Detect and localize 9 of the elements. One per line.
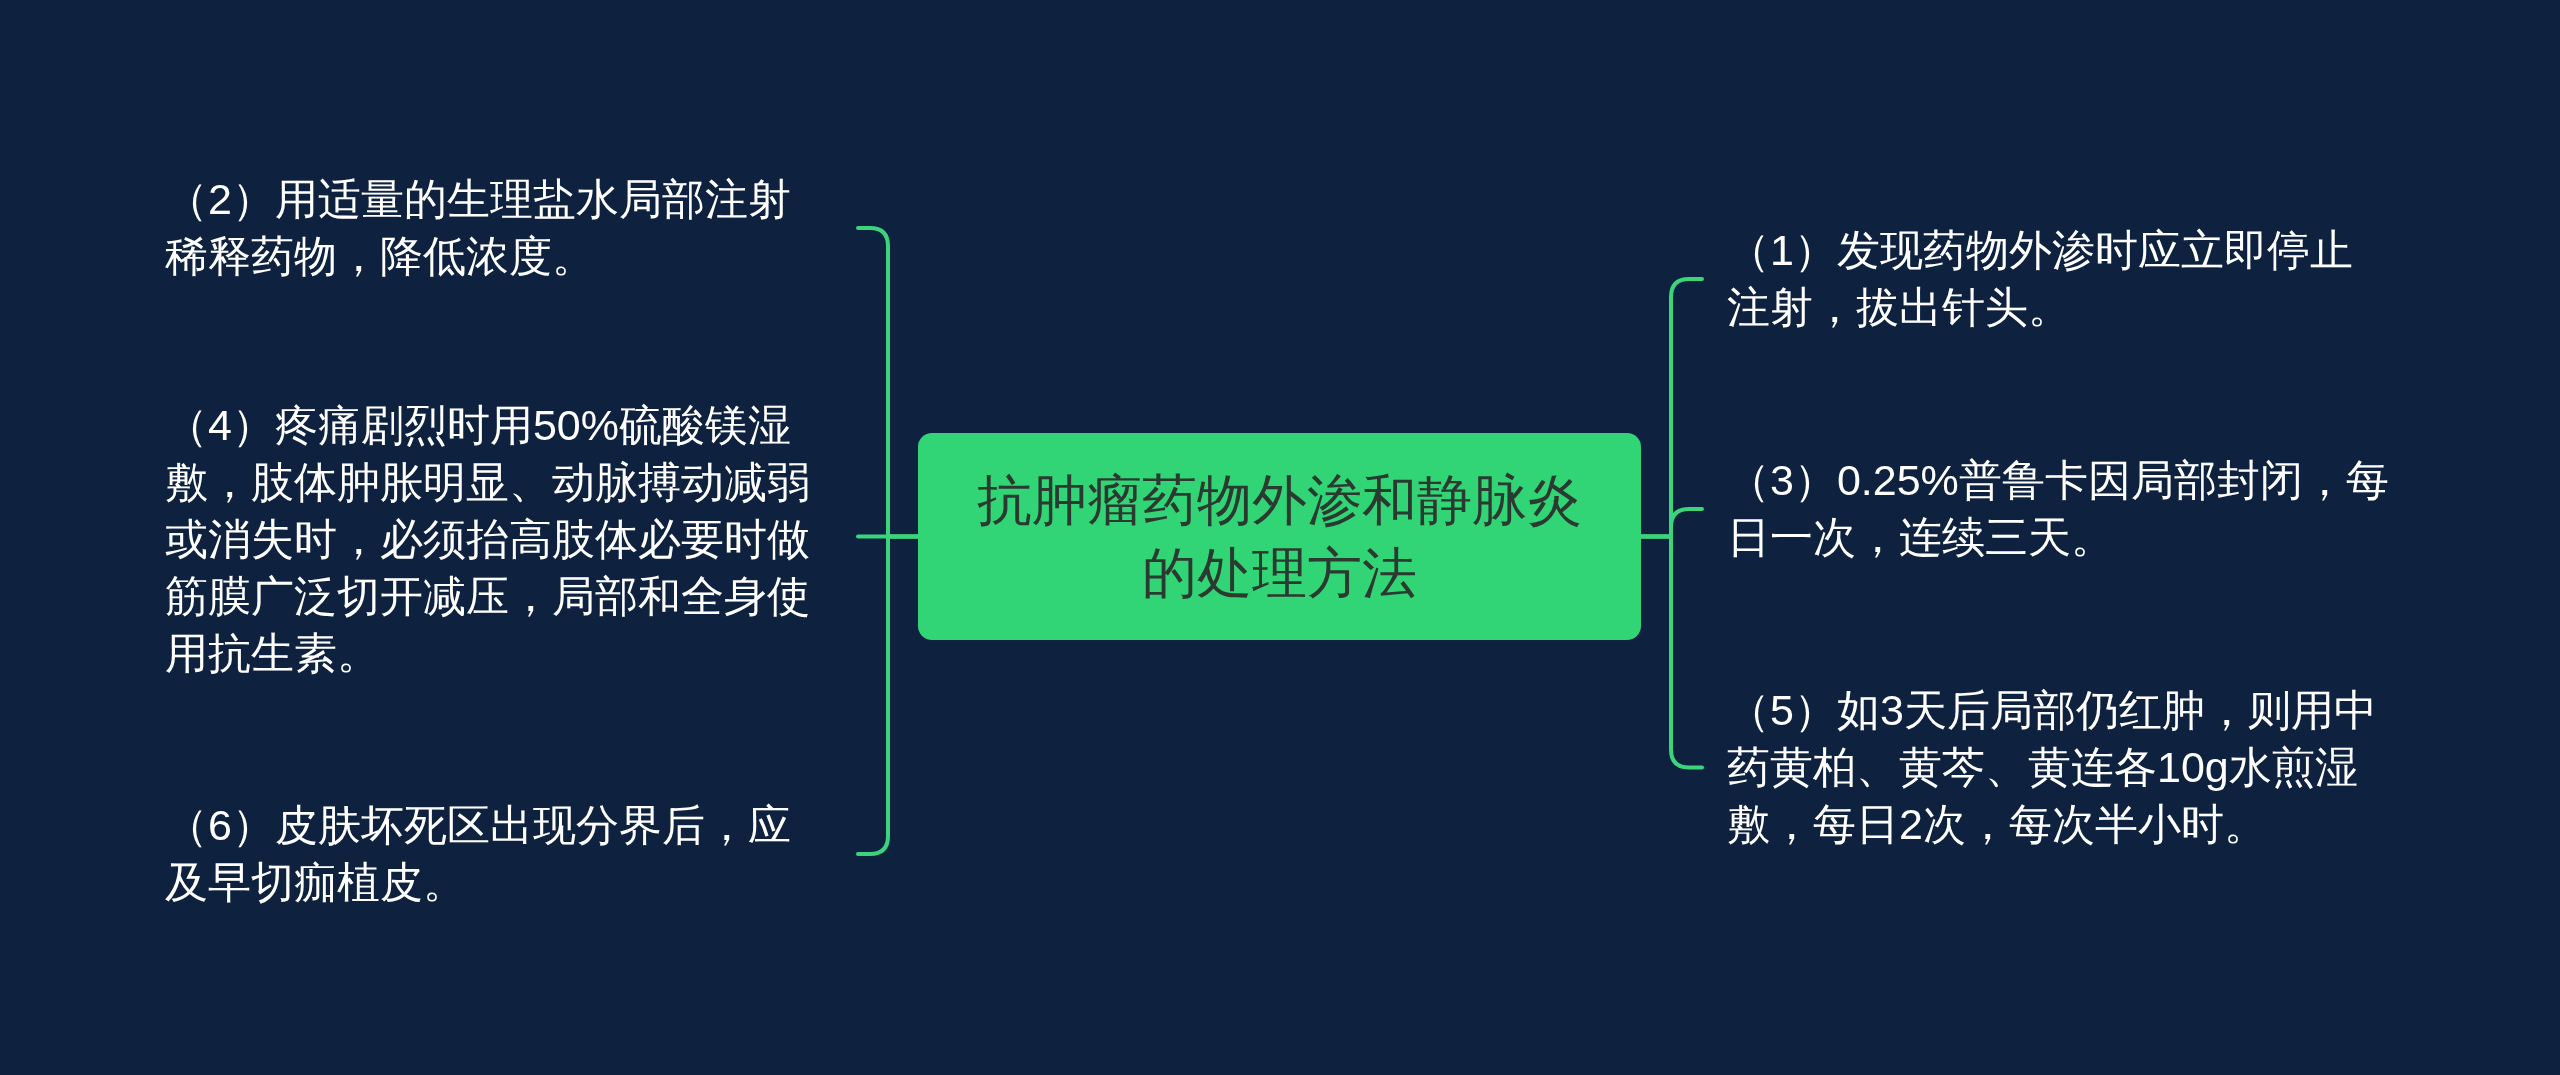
branch-text: （2）用适量的生理盐水局部注射稀释药物，降低浓度。 bbox=[165, 171, 858, 285]
connector-line bbox=[1639, 534, 1704, 770]
branch-text: （6）皮肤坏死区出现分界后，应及早切痂植皮。 bbox=[165, 797, 858, 911]
branch-text: （3）0.25%普鲁卡因局部封闭，每日一次，连续三天。 bbox=[1702, 452, 2392, 566]
topic-box: 抗肿瘤药物外渗和静脉炎的处理方法 bbox=[918, 433, 1641, 640]
branch-text: （4）疼痛剧烈时用50%硫酸镁湿敷，肢体肿胀明显、动脉搏动减弱或消失时，必须抬高肢体必要时做筋膜广泛切开减压，局部和全身使用抗生素。 bbox=[165, 397, 858, 682]
branch-text: （1）发现药物外渗时应立即停止注射，拔出针头。 bbox=[1702, 222, 2392, 336]
branch-text: （5）如3天后局部仍红肿，则用中药黄柏、黄芩、黄连各10g水煎湿敷，每日2次，每次半小时。 bbox=[1702, 682, 2392, 853]
connector-line bbox=[856, 534, 920, 856]
